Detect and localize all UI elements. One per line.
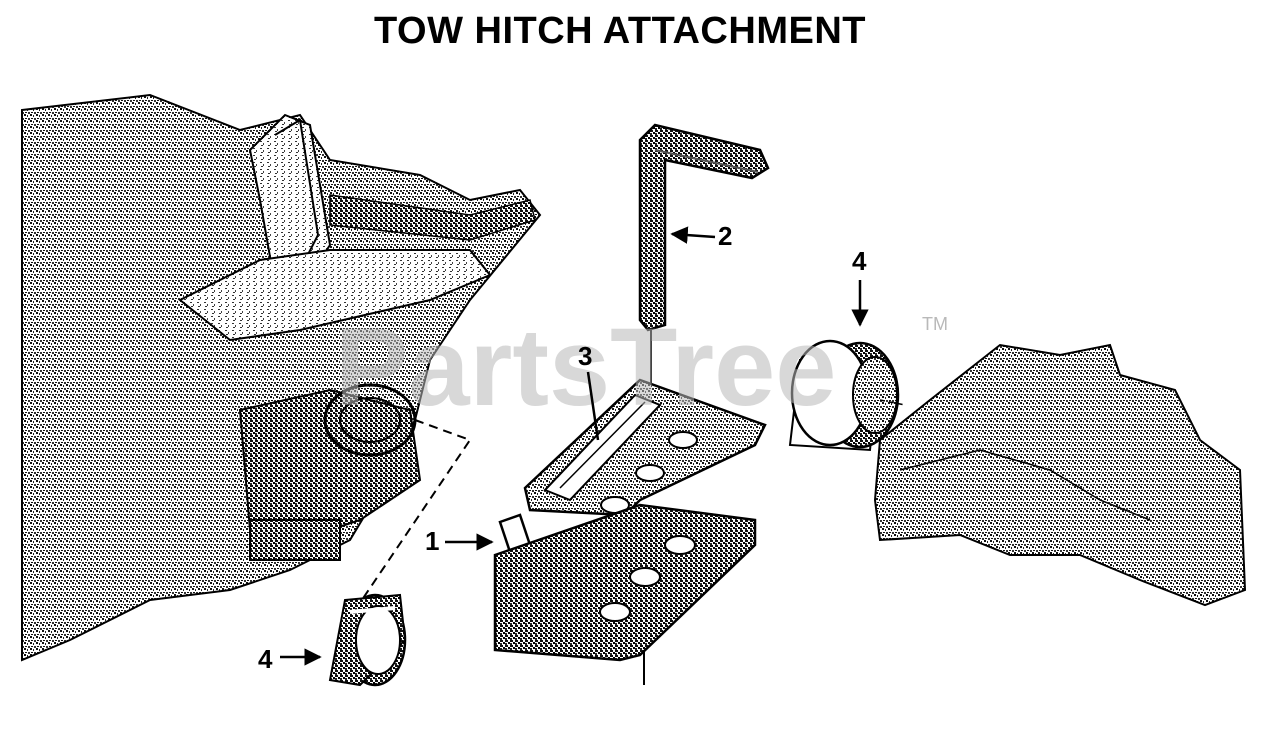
hitch-plate <box>493 378 767 685</box>
watermark-trademark: TM <box>922 314 948 334</box>
spacer-left <box>328 593 407 687</box>
assembly-line-left <box>344 419 472 626</box>
frame-bracket-illustration <box>873 343 1247 607</box>
spacer-right <box>788 339 906 452</box>
callout-label-spacer-left: 4 <box>258 644 273 674</box>
callout-label-spacer-right: 4 <box>852 246 867 276</box>
callout-2: 2 <box>670 221 732 251</box>
callout-label-hitch-plate: 1 <box>425 526 439 556</box>
callout-4-left: 4 <box>258 644 322 674</box>
callout-3: 3 <box>578 341 600 441</box>
callout-arrow <box>670 226 716 244</box>
diagram-title: TOW HITCH ATTACHMENT <box>374 10 866 52</box>
hitch-pin <box>638 123 770 390</box>
partstree-watermark: PartsTree TM <box>335 306 948 429</box>
watermark-text: PartsTree <box>335 306 836 429</box>
callout-label-hitch-pin: 2 <box>718 221 732 251</box>
tractor-rear-illustration <box>21 93 542 662</box>
callout-4-right: 4 <box>851 246 869 327</box>
callout-label-slot: 3 <box>578 341 592 371</box>
callout-leader <box>586 371 600 441</box>
callout-1: 1 <box>425 526 494 556</box>
